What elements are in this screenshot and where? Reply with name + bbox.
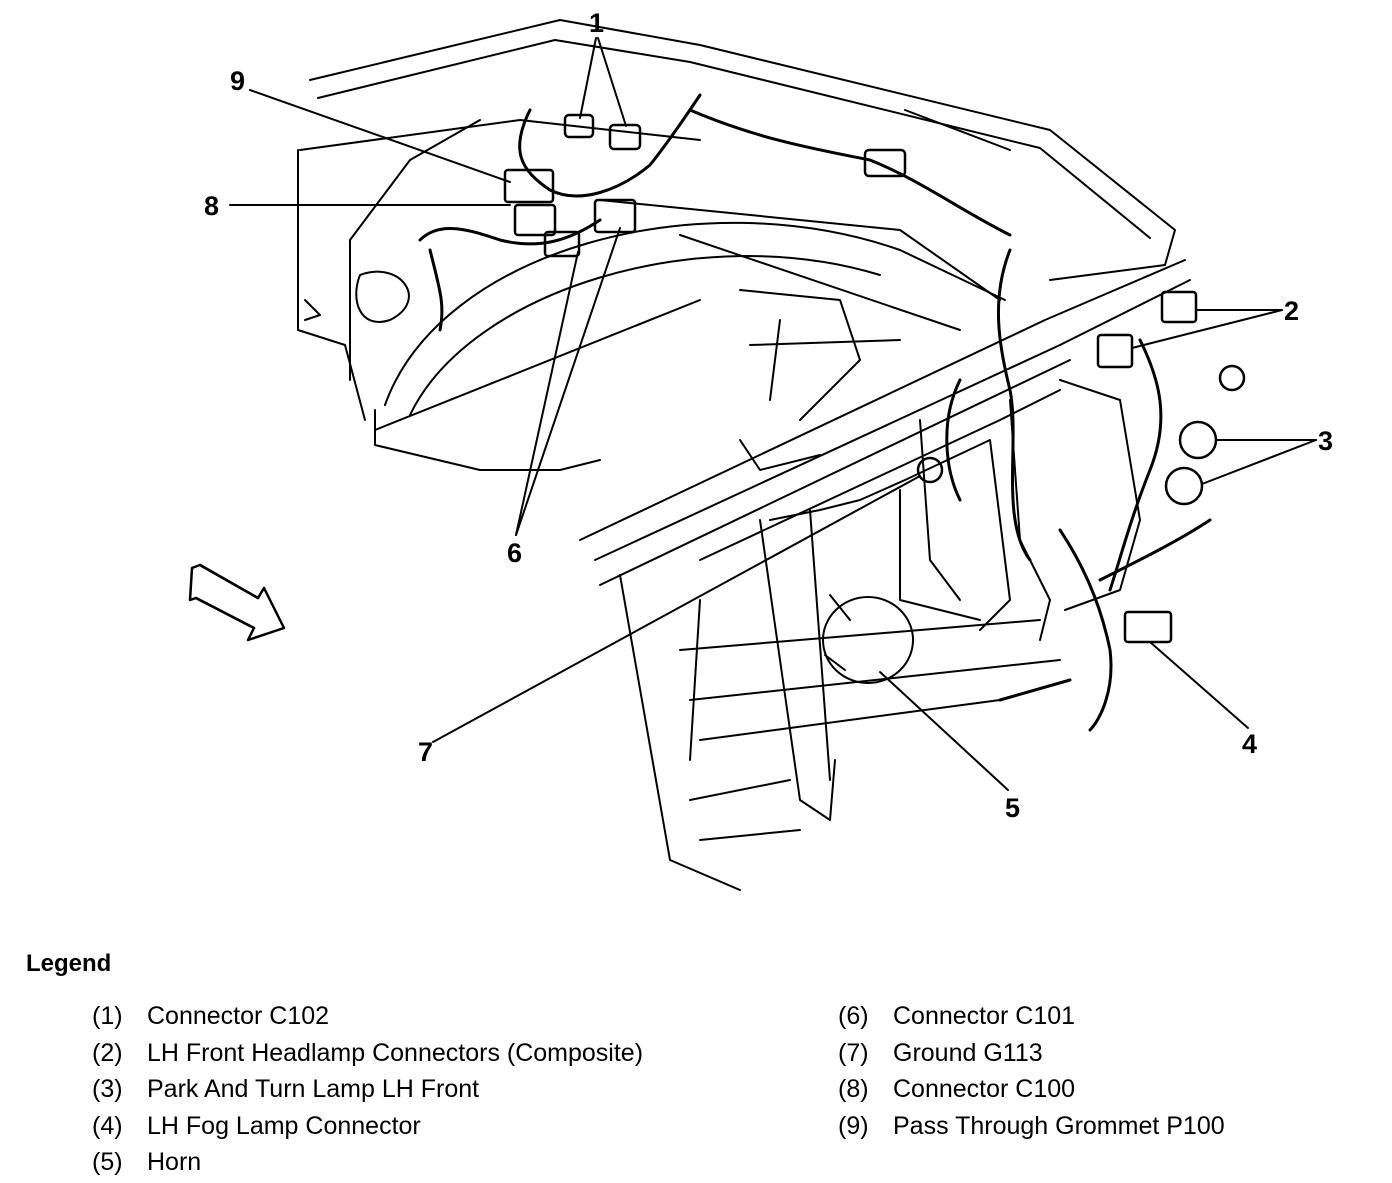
legend-item-text: Connector C102 xyxy=(147,1002,330,1030)
front-direction-arrow-icon xyxy=(188,563,286,642)
connectors xyxy=(503,113,1246,644)
legend-title: Legend xyxy=(26,950,112,977)
callout-7: 7 xyxy=(418,737,433,767)
radiator-support xyxy=(579,259,1191,891)
legend-item-number: (6) xyxy=(838,1002,869,1030)
horn xyxy=(822,594,914,684)
legend-item-number: (8) xyxy=(838,1075,869,1103)
legend-item-number: (2) xyxy=(92,1038,123,1067)
legend-item-text: Pass Through Grommet P100 xyxy=(893,1111,1225,1140)
legend-item: (4) LH Fog Lamp Connector xyxy=(92,1110,643,1147)
vehicle-wiring-illustration: 1 2 3 4 5 6 7 8 9 xyxy=(188,8,1333,891)
legend-item-text: Connector C100 xyxy=(893,1075,1076,1103)
callout-leaders xyxy=(229,37,1317,791)
legend-item: (2) LH Front Headlamp Connectors (Composi… xyxy=(92,1037,643,1074)
legend-item-number: (5) xyxy=(92,1148,123,1176)
callout-labels: 1 2 3 4 5 6 7 8 9 xyxy=(204,8,1333,823)
legend-item-number: (9) xyxy=(838,1111,869,1140)
legend-item-text: LH Front Headlamp Connectors (Composite) xyxy=(147,1038,644,1067)
callout-9: 9 xyxy=(230,66,245,96)
legend-item: (6) Connector C101 xyxy=(838,1000,1225,1037)
callout-4: 4 xyxy=(1242,729,1257,759)
legend-left-column: (1) Connector C102 (2) LH Front Headlamp C… xyxy=(92,1000,643,1183)
fender-body-panels xyxy=(297,19,1176,471)
legend-item: (9) Pass Through Grommet P100 xyxy=(838,1110,1225,1147)
wiring-harness xyxy=(418,93,1212,732)
callout-1: 1 xyxy=(589,8,604,38)
callout-5: 5 xyxy=(1005,793,1020,823)
legend-item-text: Park And Turn Lamp LH Front xyxy=(147,1075,480,1103)
callout-2: 2 xyxy=(1284,296,1299,326)
legend-item-text: Horn xyxy=(147,1148,202,1176)
legend-item-number: (1) xyxy=(92,1002,123,1030)
legend-item-number: (3) xyxy=(92,1075,123,1103)
legend-item: (8) Connector C100 xyxy=(838,1073,1225,1110)
legend-item-number: (4) xyxy=(92,1111,123,1140)
legend-item-text: Ground G113 xyxy=(893,1038,1043,1067)
legend-item: (7) Ground G113 xyxy=(838,1037,1225,1074)
legend-item-text: Connector C101 xyxy=(893,1002,1076,1030)
callout-6: 6 xyxy=(507,538,522,568)
legend-item-number: (7) xyxy=(838,1038,869,1067)
legend-item: (5) Horn xyxy=(92,1146,643,1183)
legend-item: (1) Connector C102 xyxy=(92,1000,643,1037)
callout-8: 8 xyxy=(204,191,219,221)
legend-right-column: (6) Connector C101 (7) Ground G113 (8) Conn… xyxy=(838,1000,1225,1146)
callout-3: 3 xyxy=(1318,426,1333,456)
legend-item: (3) Park And Turn Lamp LH Front xyxy=(92,1073,643,1110)
legend-item-text: LH Fog Lamp Connector xyxy=(147,1111,421,1140)
